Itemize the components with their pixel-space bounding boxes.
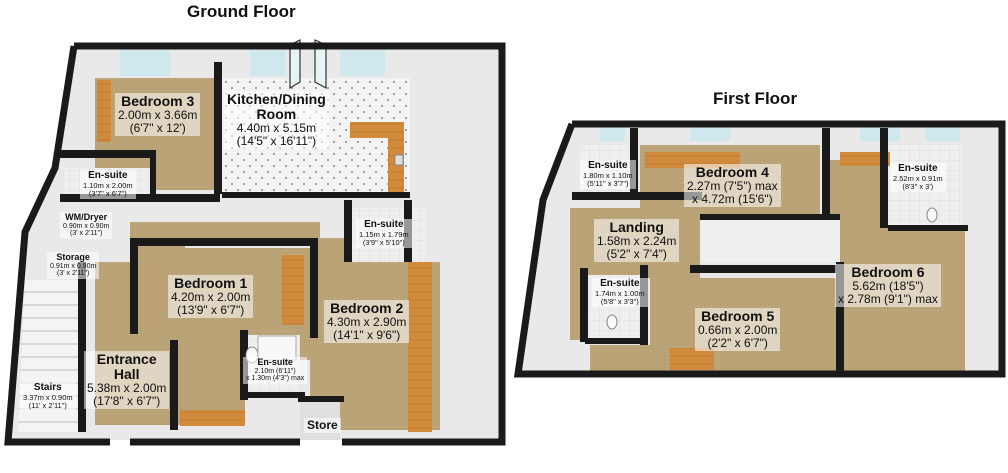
room-dim: 2.52m x 0.91m xyxy=(893,173,943,183)
room-dim: x 1.30m (4'3") max xyxy=(246,375,305,383)
room-dim: (6'7" x 12') xyxy=(129,121,186,136)
room-dim: (14'1" x 9'6") xyxy=(333,328,401,343)
bedroom1-wardrobe xyxy=(282,255,304,325)
room-dim: 1.80m x 1.10m xyxy=(583,170,633,180)
room-name: Bedroom 1 xyxy=(174,275,248,291)
room-name: Storage xyxy=(56,252,90,262)
shower-tray xyxy=(257,335,297,361)
kitchen-worktop xyxy=(350,122,404,192)
first-outer-walls xyxy=(513,120,1006,378)
room-label-bedroom5: Bedroom 5 0.66m x 2.00m (2'2" x 6'7") xyxy=(695,308,781,352)
room-dim: 0.91m x 0.90m xyxy=(50,262,97,270)
room-dim: (3' x 2'11") xyxy=(70,230,103,238)
room-dim: (5'8" x 3'3") xyxy=(600,296,639,306)
room-dim: (5'2" x 7'4") xyxy=(606,247,667,262)
room-dim: (13'9" x 6'7") xyxy=(177,303,245,318)
room-name: Stairs xyxy=(33,382,62,393)
room-label-bedroom4: Bedroom 4 2.27m (7'5") max x 4.72m (15'6… xyxy=(684,164,781,208)
toilet-icon xyxy=(926,207,938,223)
room-label-bedroom6: Bedroom 6 5.62m (18'5") x 2.78m (9'1") m… xyxy=(835,264,941,308)
room-label-ensuite-tr: En-suite 2.52m x 0.91m (8'3" x 3') xyxy=(890,163,946,192)
room-dim: (3' x 2'11") xyxy=(57,270,90,278)
hall-unit xyxy=(180,410,245,426)
patio-door-icon xyxy=(289,39,327,90)
room-name: Bedroom 6 xyxy=(851,264,925,280)
room-name: Landing xyxy=(609,219,664,235)
room-label-ensuite-ml: En-suite 1.74m x 1.00m (5'8" x 3'3") xyxy=(592,278,648,307)
room-label-landing: Landing 1.58m x 2.24m (5'2" x 7'4") xyxy=(594,219,680,263)
room-dim: 2.10m (6'11") xyxy=(254,367,296,375)
room-dim: 1.58m x 2.24m xyxy=(597,234,677,249)
room-dim: 3.37m x 0.90m xyxy=(23,392,73,402)
room-label-store: Store xyxy=(304,418,341,433)
bedroom6-wardrobe xyxy=(840,152,890,166)
room-name: Kitchen/Dining xyxy=(227,91,326,107)
room-dim: (3'7" x 6'7") xyxy=(88,188,127,198)
room-label-ensuite-b3: En-suite 1.10m x 2.00m (3'7" x 6'7") xyxy=(80,170,136,199)
room-dim: x 2.78m (9'1") max xyxy=(838,292,938,307)
room-dim: 0.66m x 2.00m xyxy=(698,323,778,338)
landing-stair-floor xyxy=(700,218,840,262)
room-label-ensuite-b2: En-suite 1.15m x 1.79m (3'9" x 5'10") xyxy=(356,219,412,248)
room-name: En-suite xyxy=(257,357,293,367)
room-name: Entrance xyxy=(96,351,157,367)
room-dim: (11' x 2'11") xyxy=(28,400,67,410)
first-floor-title: First Floor xyxy=(713,89,798,108)
room-name: WM/Dryer xyxy=(65,212,108,222)
room-dim: 4.30m x 2.90m xyxy=(327,315,407,330)
room-label-kitchen: Kitchen/Dining Room 4.40m x 5.15m (14'5"… xyxy=(224,91,329,150)
room-dim: 4.40m x 5.15m xyxy=(236,121,317,136)
room-name: Hall xyxy=(113,366,140,383)
room-dim: 4.20m x 2.00m xyxy=(171,290,251,305)
room-name: Bedroom 4 xyxy=(695,164,769,180)
room-name: Room xyxy=(256,106,297,123)
room-dim: 1.10m x 2.00m xyxy=(83,180,133,190)
ground-outer-walls xyxy=(4,42,506,446)
room-dim: 2.00m x 3.66m xyxy=(118,108,198,123)
sink-icon xyxy=(394,154,404,166)
room-dim: 2.27m (7'5") max xyxy=(687,179,778,194)
room-dim: 1.15m x 1.79m xyxy=(359,229,409,239)
room-dim: 0.90m x 0.90m xyxy=(63,222,110,230)
room-label-stairs: Stairs 3.37m x 0.90m (11' x 2'11") xyxy=(20,382,76,411)
room-dim: (5'11" x 3'7") xyxy=(587,178,629,188)
room-label-ensuite-b1: En-suite 2.10m (6'11") x 1.30m (4'3") ma… xyxy=(243,357,308,384)
room-label-entrance-hall: Entrance Hall 5.38m x 2.00m (17'8" x 6'7… xyxy=(84,351,170,410)
room-dim: 5.62m (18'5") xyxy=(852,279,924,294)
room-name: En-suite xyxy=(898,163,938,174)
room-name: Bedroom 2 xyxy=(330,300,404,316)
room-name: En-suite xyxy=(364,219,404,230)
room-label-wm-dryer: WM/Dryer 0.90m x 0.90m (3' x 2'11") xyxy=(60,212,113,239)
toilet-icon xyxy=(606,314,618,330)
room-label-bedroom3: Bedroom 3 2.00m x 3.66m (6'7" x 12') xyxy=(115,93,201,137)
room-dim: 5.38m x 2.00m xyxy=(87,381,167,396)
room-name: En-suite xyxy=(600,278,640,289)
room-name: Bedroom 3 xyxy=(121,93,195,109)
room-label-storage: Storage 0.91m x 0.90m (3' x 2'11") xyxy=(47,252,100,279)
bedroom5-unit xyxy=(670,348,714,370)
room-label-ensuite-tl: En-suite 1.80m x 1.10m (5'11" x 3'7") xyxy=(580,160,636,189)
room-name: En-suite xyxy=(588,160,628,171)
room-name: Bedroom 5 xyxy=(701,308,775,324)
room-dim: (8'3" x 3') xyxy=(902,181,934,191)
room-dim: (2'2" x 6'7") xyxy=(707,336,768,351)
bedroom3-wardrobe xyxy=(97,80,111,142)
bedroom2-wardrobe xyxy=(408,262,432,432)
room-name: Store xyxy=(307,418,338,432)
room-label-bedroom1: Bedroom 1 4.20m x 2.00m (13'9" x 6'7") xyxy=(168,275,254,319)
room-dim: 1.74m x 1.00m xyxy=(595,288,645,298)
room-dim: (14'5" x 16'11") xyxy=(236,134,317,149)
ground-floor-title: Ground Floor xyxy=(187,2,296,21)
room-dim: x 4.72m (15'6") xyxy=(692,192,773,207)
room-name: En-suite xyxy=(88,170,128,181)
room-dim: (17'8" x 6'7") xyxy=(93,394,161,409)
room-label-bedroom2: Bedroom 2 4.30m x 2.90m (14'1" x 9'6") xyxy=(324,300,410,344)
ground-windows xyxy=(120,50,385,76)
room-dim: (3'9" x 5'10") xyxy=(362,237,405,247)
